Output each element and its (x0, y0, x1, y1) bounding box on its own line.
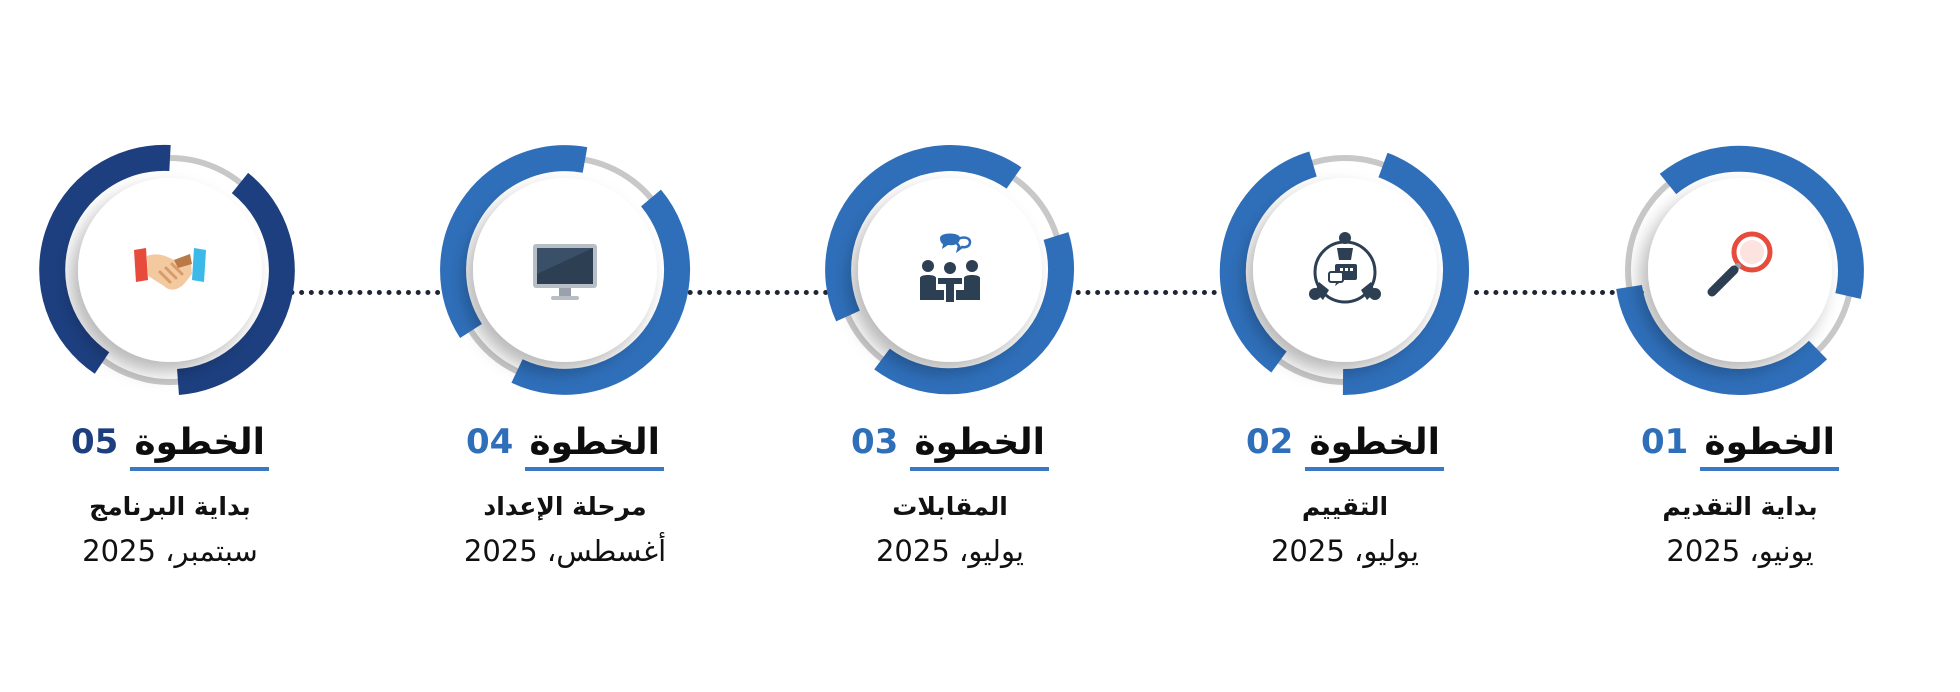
step-name: التقييم (1301, 492, 1389, 521)
step-name: بداية البرنامج (89, 492, 251, 521)
step-1: الخطوة 01 بداية التقديم يونيو، 2025 (1570, 0, 1910, 692)
connector-dots-3 (1066, 290, 1246, 295)
team-network-icon (1309, 232, 1381, 304)
connector-dots-1 (270, 290, 450, 295)
handshake-icon (134, 248, 206, 290)
step-title: الخطوة 04 (395, 418, 735, 476)
step-name: بداية التقديم (1662, 492, 1818, 521)
step-number: 01 (1640, 422, 1689, 463)
connector-dots-4 (1474, 290, 1644, 295)
step-title: الخطوة 03 (780, 418, 1120, 476)
step-date: يونيو، 2025 (1666, 534, 1814, 568)
step-5: الخطوة 05 بداية البرنامج سبتمبر، 2025 (0, 0, 340, 692)
step-date: أغسطس، 2025 (463, 534, 667, 568)
step-2: الخطوة 02 التقييم يوليو، 2025 (1175, 0, 1515, 692)
step-number: 02 (1245, 422, 1294, 463)
step-date: سبتمبر، 2025 (82, 534, 258, 568)
step-4: الخطوة 04 مرحلة الإعداد أغسطس، 2025 (395, 0, 735, 692)
step-number: 05 (70, 422, 119, 463)
step-title: الخطوة 01 (1570, 418, 1910, 476)
step-number: 04 (465, 422, 514, 463)
step-date: يوليو، 2025 (875, 534, 1024, 568)
step-ring (1616, 145, 1864, 395)
step-title-word: الخطوة (910, 423, 1050, 471)
magnifier-icon (1707, 231, 1773, 297)
step-date: يوليو، 2025 (1270, 534, 1419, 568)
monitor-icon (533, 244, 597, 300)
step-name: مرحلة الإعداد (483, 492, 647, 521)
step-title: الخطوة 02 (1175, 418, 1515, 476)
meeting-icon (920, 233, 980, 302)
step-name: المقابلات (892, 492, 1008, 521)
step-title-word: الخطوة (1305, 423, 1445, 471)
step-3: الخطوة 03 المقابلات يوليو، 2025 (780, 0, 1120, 692)
step-title: الخطوة 05 (0, 418, 340, 476)
connector-dots-2 (678, 290, 838, 295)
step-number: 03 (850, 422, 899, 463)
step-title-word: الخطوة (130, 423, 270, 471)
step-title-word: الخطوة (1700, 423, 1840, 471)
step-title-word: الخطوة (525, 423, 665, 471)
